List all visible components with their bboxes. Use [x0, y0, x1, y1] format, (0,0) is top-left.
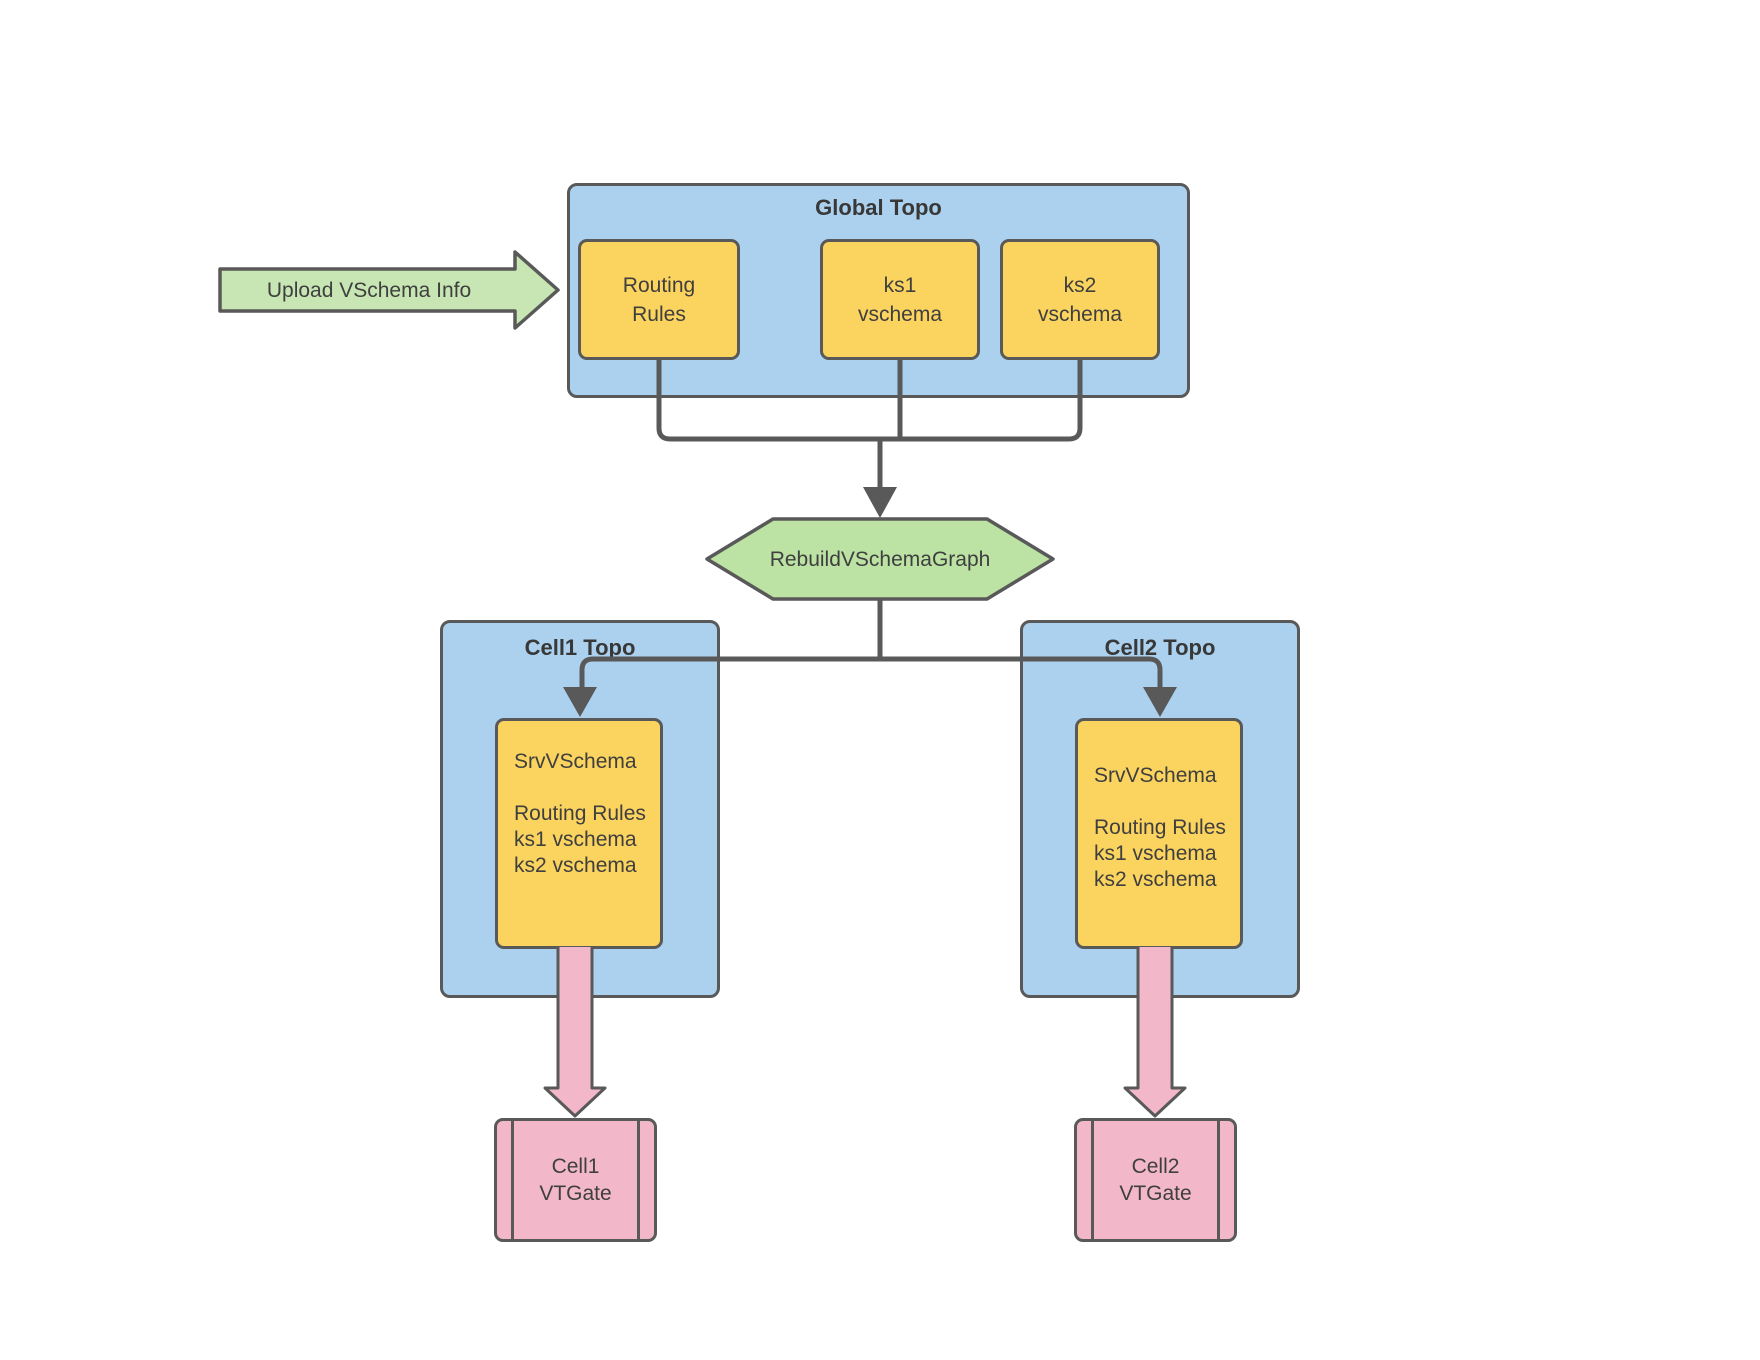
cell2-vtgate-node: Cell2 VTGate	[1074, 1118, 1237, 1242]
cell2-srvvschema-text: SrvVSchema Routing Rules ks1 vschema ks2…	[1094, 764, 1226, 891]
cell1-vtgate-right-rail	[637, 1121, 640, 1239]
cell2-vtgate-left-rail	[1091, 1121, 1094, 1239]
cell1-srvvschema-text: SrvVSchema Routing Rules ks1 vschema ks2…	[514, 750, 646, 877]
cell2-vtgate-label: Cell2 VTGate	[1119, 1155, 1192, 1205]
cell1-srvvschema-node: SrvVSchema Routing Rules ks1 vschema ks2…	[495, 718, 663, 949]
cell2-topo-title: Cell2 Topo	[1104, 635, 1216, 660]
routing-rules-node: Routing Rules	[578, 239, 740, 360]
ks1-vschema-label: ks1 vschema	[857, 273, 943, 326]
cell1-vtgate-node: Cell1 VTGate	[494, 1118, 657, 1242]
ks1-vschema-node: ks1 vschema	[820, 239, 980, 360]
routing-rules-label: Routing Rules	[622, 273, 696, 326]
cell1-topo-title: Cell1 Topo	[524, 635, 636, 660]
cell2-vtgate-right-rail	[1217, 1121, 1220, 1239]
cell1-vtgate-label: Cell1 VTGate	[539, 1155, 612, 1205]
ks2-vschema-node: ks2 vschema	[1000, 239, 1160, 360]
global-topo-title: Global Topo	[815, 195, 942, 220]
cell2-srvvschema-node: SrvVSchema Routing Rules ks1 vschema ks2…	[1075, 718, 1243, 949]
ks2-vschema-label: ks2 vschema	[1037, 273, 1123, 326]
cell1-vtgate-left-rail	[511, 1121, 514, 1239]
